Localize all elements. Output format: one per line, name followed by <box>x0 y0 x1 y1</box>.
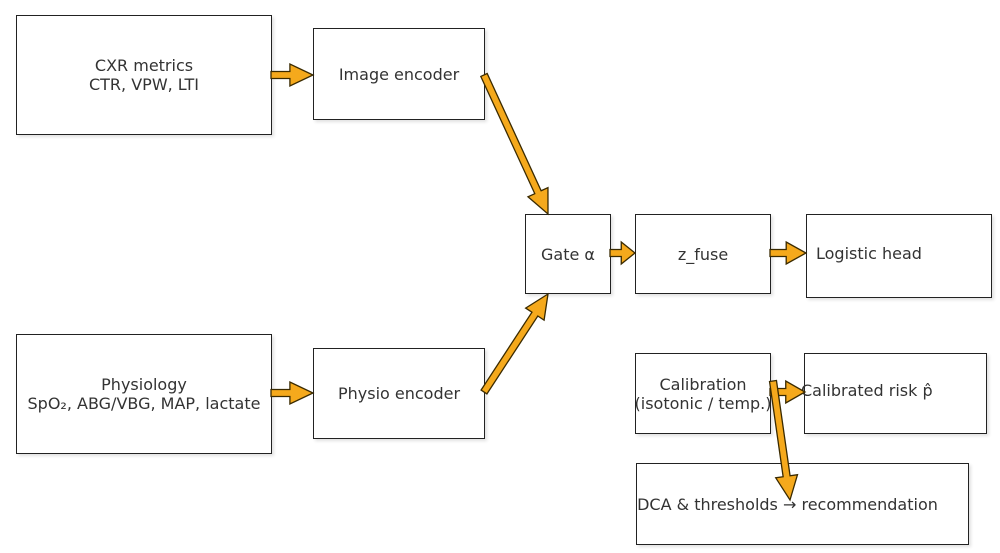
node-image-encoder-label: Image encoder <box>338 64 460 84</box>
node-gate-label: Gate α <box>541 244 595 264</box>
node-z-fuse-label: z_fuse <box>677 244 729 264</box>
node-logistic-head: Logistic head <box>806 214 992 298</box>
node-cxr-metrics: CXR metrics CTR, VPW, LTI <box>16 15 272 135</box>
node-cxr-title: CXR metrics <box>94 56 194 75</box>
node-calibrated-risk-label: Calibrated risk p̂ <box>801 381 933 400</box>
node-gate: Gate α <box>525 214 611 294</box>
arrow-physio-encoder-to-gate <box>480 292 549 395</box>
arrow-gate-to-z-fuse <box>609 240 637 266</box>
arrow-z-fuse-to-logistic-head <box>769 240 808 266</box>
node-physio-encoder: Physio encoder <box>313 348 485 439</box>
node-cxr-subtitle: CTR, VPW, LTI <box>88 75 200 94</box>
node-calibration: Calibration (isotonic / temp.) <box>634 353 772 434</box>
node-calibration-title: Calibration <box>659 374 747 394</box>
arrow-image-encoder-to-gate <box>479 72 549 216</box>
node-calibrated-risk: Calibrated risk p̂ <box>801 353 987 434</box>
node-physio-encoder-label: Physio encoder <box>337 384 461 403</box>
node-dca-label: DCA & thresholds → recommendation <box>637 494 938 514</box>
node-logistic-head-label: Logistic head <box>816 243 922 263</box>
node-physiology-title: Physiology <box>101 375 187 394</box>
arrow-calibration-to-dca <box>768 379 799 502</box>
arrow-physiology-to-physio-encoder <box>270 380 315 406</box>
node-z-fuse: z_fuse <box>635 214 771 294</box>
node-physiology-subtitle: SpO₂, ABG/VBG, MAP, lactate <box>27 394 261 413</box>
node-dca-recommendation: DCA & thresholds → recommendation <box>636 463 969 545</box>
node-image-encoder: Image encoder <box>313 28 485 120</box>
node-physiology: Physiology SpO₂, ABG/VBG, MAP, lactate <box>16 334 272 454</box>
arrow-cxr-to-image-encoder <box>270 62 315 88</box>
node-calibration-subtitle: (isotonic / temp.) <box>634 393 772 413</box>
